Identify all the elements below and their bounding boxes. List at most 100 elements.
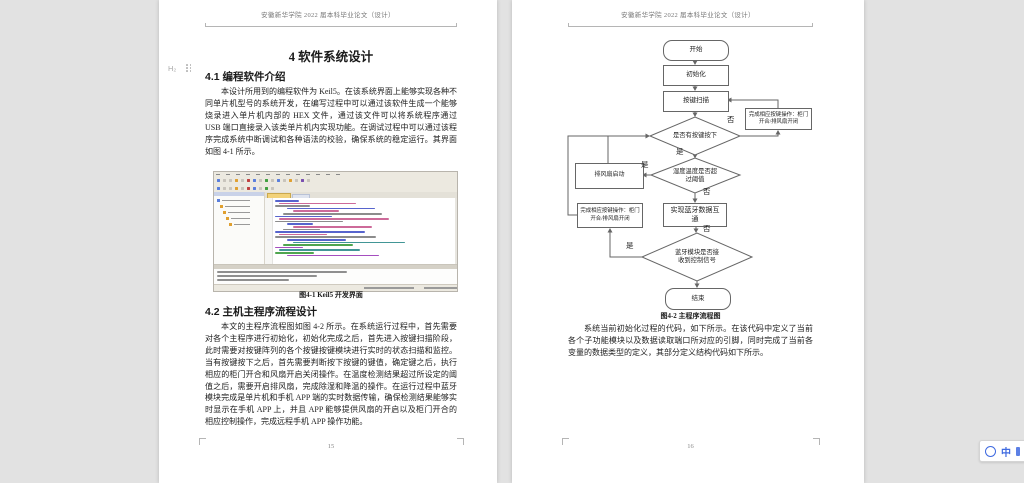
section-4-2-heading[interactable]: 4.2 主机主程序流程设计 [205,306,318,318]
decorative-bar [287,223,313,225]
decorative-bar [283,179,286,182]
page-number: 15 [327,443,335,450]
decorative-bar [223,211,226,214]
keil-ide-screenshot[interactable] [213,171,458,292]
decorative-bar [217,275,317,277]
text-boundary-mark-br [813,438,820,445]
decorative-bar [225,205,250,207]
decorative-bar [275,236,376,238]
keil-inactive-tab [292,194,310,199]
decorative-bar [271,186,274,190]
decorative-bar [301,179,304,182]
decorative-bar [279,202,356,205]
decorative-bar [223,186,226,190]
page-header: 安徽新华学院 2022 届本科毕业论文（设计） [621,12,755,19]
flow-node-init: 初始化 [663,65,729,86]
decorative-bar [275,215,332,218]
body-paragraph[interactable]: 系统当前初始化过程的代码，如下所示。在该代码中定义了当前各个子功能模块以及数据读… [568,324,813,357]
decorative-bar [217,186,220,190]
decorative-bar [293,226,372,228]
flow-node-bluetooth: 实现蓝牙数据互通 [663,203,727,227]
keil-scrollbar [454,198,457,264]
decorative-bar [275,252,314,254]
text-boundary-mark-bl [199,438,206,445]
decorative-bar [217,279,289,281]
chapter-title[interactable]: 4 软件系统设计 [288,50,374,64]
decorative-bar [223,211,263,214]
decorative-bar [283,213,382,215]
flowchart-figure[interactable]: 开始 初始化 按键扫描 是否有按键按下 完成相应按键操作：柜门开合/排风扇开闭 … [512,0,864,483]
ime-toolbar[interactable]: 中 [979,440,1024,462]
decorative-bar [275,246,303,249]
flow-node-start: 开始 [663,40,729,61]
decorative-bar [247,179,250,182]
keil-build-output-panel [214,264,457,286]
flow-label-no-3: 否 [703,224,711,233]
decorative-bar [217,179,220,182]
flow-node-key-scan: 按键扫描 [663,91,729,112]
decorative-bar [228,211,250,213]
decorative-bar [275,205,310,207]
decorative-bar [234,223,250,225]
header-rule [568,23,813,27]
figure-4-2-caption: 图4-2 主程序流程图 [660,312,721,320]
decorative-bar [229,186,232,190]
flow-decision-threshold: 湿度温度是否超过阈值 [672,167,718,183]
page-number: 16 [687,443,694,450]
keil-line-number-gutter [265,198,273,264]
decorative-bar [223,179,226,182]
keil-main-area [214,192,457,264]
section-4-2-paragraph[interactable]: 本文的主程序流程图如图 4-2 所示。在系统运行过程中，首先需要对各个主程序进行… [205,322,457,427]
keil-active-tab [267,193,291,199]
flow-node-fan-start: 排风扇启动 [575,163,644,189]
decorative-bar [293,241,405,244]
decorative-bar [364,287,394,289]
document-page-15[interactable]: 安徽新华学院 2022 届本科毕业论文（设计） H₂ 4 软件系统设计 4.1 … [159,0,497,483]
decorative-bar [253,179,256,182]
decorative-bar [259,186,262,190]
flow-label-no-2: 否 [703,187,711,196]
ime-logo-icon[interactable] [985,445,996,457]
drag-handle-icon[interactable] [186,64,192,72]
decorative-bar [279,218,389,220]
flow-label-no-1: 否 [727,115,735,124]
decorative-bar [217,199,220,202]
text-boundary-mark-br [457,438,464,445]
decorative-bar [279,233,327,236]
section-4-1-paragraph[interactable]: 本设计所用到的编程软件为 Keil5。在该系统界面上能够实现各种不同单片机型号的… [205,87,457,156]
document-page-16[interactable]: 安徽新华学院 2022 届本科毕业论文（设计） [512,0,864,483]
decorative-bar [220,205,223,208]
keil-code-area [265,198,457,264]
decorative-bar [259,179,262,182]
decorative-bar [229,223,269,226]
flow-node-end: 结束 [665,288,731,310]
decorative-bar [279,249,360,251]
flow-label-yes-2: 是 [641,160,649,169]
flow-label-yes-1: 是 [676,147,684,156]
decorative-bar [226,217,266,220]
decorative-bar [265,186,268,190]
decorative-bar [275,231,365,233]
keil-project-tree [214,192,265,264]
decorative-bar [287,207,375,210]
ime-extra-icon[interactable] [1016,446,1020,456]
decorative-bar [222,199,250,201]
decorative-bar [424,287,457,289]
decorative-bar [229,179,232,182]
figure-4-1-caption: 图4-1 Keil5 开发界面 [299,291,363,299]
ime-mode-chinese[interactable]: 中 [1001,447,1011,459]
decorative-bar [229,223,232,226]
decorative-bar [289,179,292,182]
flow-decision-key-pressed: 是否有按键按下 [672,132,718,140]
flow-decision-bt-signal: 蓝牙模块是否接收到控制信号 [674,249,720,264]
section-4-1-heading[interactable]: 4.1 编程软件介绍 [205,71,286,83]
keil-status-bar [214,284,457,291]
decorative-bar [217,199,257,202]
decorative-bar [241,186,244,190]
decorative-bar [287,239,346,241]
decorative-bar [220,205,260,208]
flow-label-yes-3: 是 [626,241,634,250]
decorative-bar [283,244,353,246]
decorative-bar [235,186,238,190]
decorative-bar [293,210,339,212]
